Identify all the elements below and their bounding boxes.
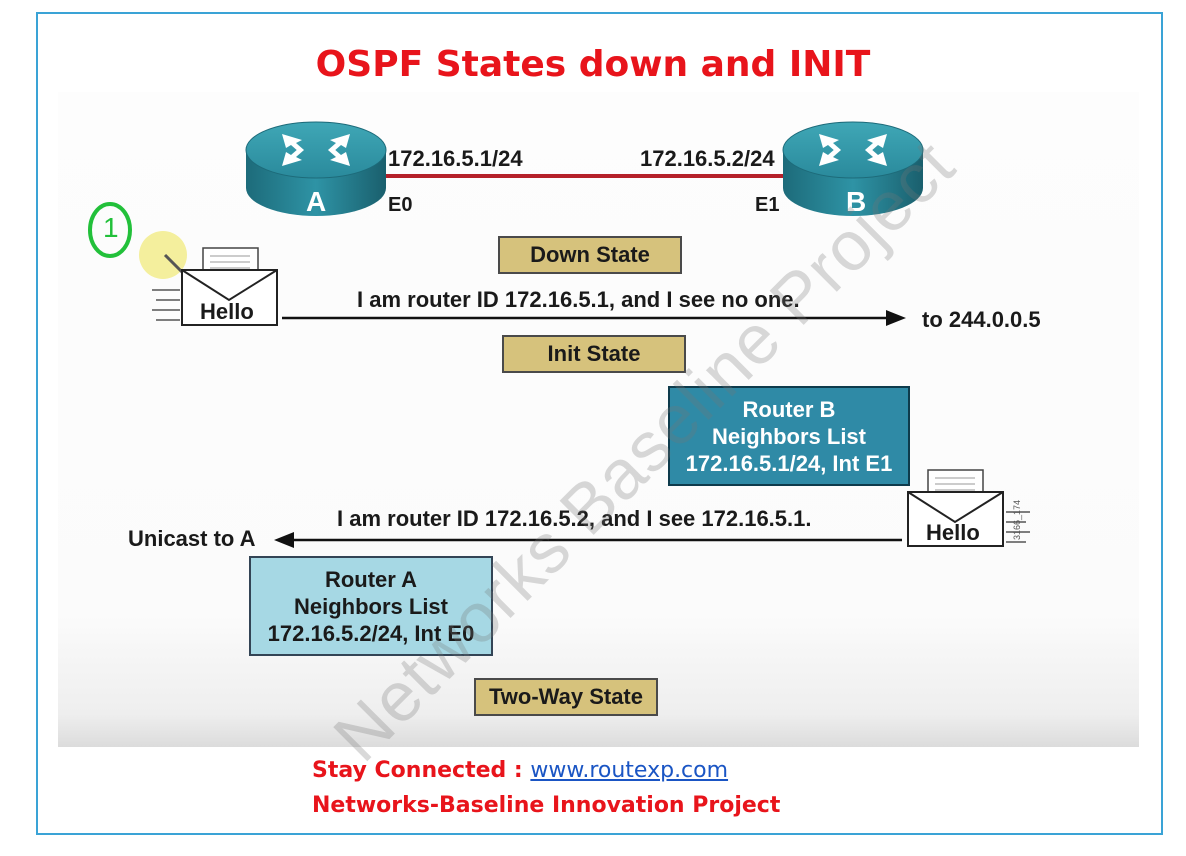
message-router-a: I am router ID 172.16.5.1, and I see no … — [357, 287, 800, 312]
annotation-circle — [88, 202, 132, 258]
hello-envelope-a — [152, 247, 278, 326]
router-a-label: A — [306, 186, 327, 217]
router-a-interface: E0 — [388, 194, 413, 216]
router-a-icon — [245, 121, 387, 216]
router-a-ip: 172.16.5.1/24 — [388, 146, 523, 171]
arrowhead-right — [886, 310, 906, 326]
message-router-b: I am router ID 172.16.5.2, and I see 172… — [337, 506, 812, 531]
destination-unicast: Unicast to A — [128, 526, 256, 551]
neighbors-a-entry: 172.16.5.2/24, Int E0 — [267, 621, 475, 646]
neighbors-a-title: Router A — [324, 567, 418, 592]
neighbors-b-title: Router B — [742, 397, 836, 422]
arrowhead-left — [274, 532, 294, 548]
footer-stay-connected: Stay Connected : www.routexp.com — [312, 758, 728, 783]
router-a-neighbors-list: Router A Neighbors List 172.16.5.2/24, I… — [249, 556, 493, 656]
hello-label-b: Hello — [926, 520, 980, 545]
down-state-box: Down State — [498, 236, 682, 274]
stamp-label: 3166_174 — [1012, 499, 1022, 540]
outer-frame — [36, 12, 1163, 835]
router-b-label: B — [846, 186, 867, 217]
router-b-interface: E1 — [755, 194, 780, 216]
neighbors-b-subtitle: Neighbors List — [711, 424, 866, 449]
router-b-ip: 172.16.5.2/24 — [640, 146, 775, 171]
router-b-icon — [782, 121, 924, 216]
neighbors-a-subtitle: Neighbors List — [293, 594, 448, 619]
router-b-neighbors-list: Router B Neighbors List 172.16.5.1/24, I… — [668, 386, 910, 486]
hello-envelope-b — [907, 469, 1030, 547]
destination-multicast: to 244.0.0.5 — [922, 307, 1041, 332]
footer-org: Networks-Baseline Innovation Project — [312, 793, 781, 818]
init-state-box: Init State — [502, 335, 686, 373]
footer-link[interactable]: www.routexp.com — [530, 758, 729, 783]
footer-prefix: Stay Connected : — [312, 758, 531, 783]
page-title: OSPF States down and INIT — [315, 44, 871, 85]
hello-label-a: Hello — [200, 299, 254, 324]
neighbors-b-entry: 172.16.5.1/24, Int E1 — [685, 451, 893, 476]
two-way-state-box: Two-Way State — [474, 678, 658, 716]
annotation-number: 1 — [103, 212, 119, 243]
diagram-slide — [58, 92, 1139, 747]
